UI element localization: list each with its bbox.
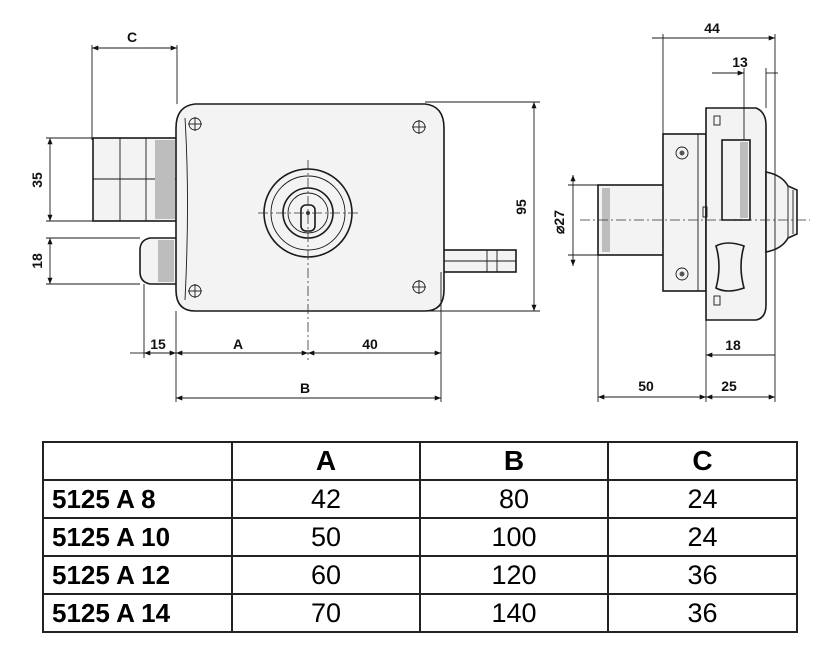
dim-15-label: 15 [150,336,166,352]
dim-44: 44 [652,20,776,190]
latch-bolt [139,237,178,285]
c-cell: 24 [607,517,798,557]
dim-18-side-label: 18 [725,337,741,353]
dim-a-label: A [233,336,243,352]
dim-c-label: C [127,29,137,45]
header-b: B [419,441,609,481]
dim-13: 13 [712,54,778,140]
a-cell: 42 [231,479,421,519]
lock-case [175,103,445,312]
dim-95: 95 [425,101,540,312]
rosette [765,171,798,253]
dim-50-25: 50 25 [597,190,776,402]
mounting-plate [662,133,707,292]
b-cell: 120 [419,555,609,595]
front-view: C 35 18 95 [29,29,540,402]
screw-hole [412,280,426,294]
dim-row-15-a-40: 15 A 40 [130,272,442,402]
table-row: 5125 A 8 42 80 24 [42,479,798,519]
b-cell: 80 [419,479,609,519]
screw-hole [188,284,202,298]
dim-25-label: 25 [721,378,737,394]
upper-bolt [92,137,178,222]
dim-18-side: 18 [705,320,775,360]
screw-hole [188,117,202,131]
b-cell: 100 [419,517,609,557]
side-view: 44 13 ⌀27 18 50 [551,20,810,402]
table-row: 5125 A 12 60 120 36 [42,555,798,595]
c-cell: 36 [607,555,798,595]
dim-18: 18 [29,237,140,285]
dim-b: B [176,380,441,401]
dim-35-label: 35 [29,172,45,188]
c-cell: 24 [607,479,798,519]
b-cell: 140 [419,593,609,633]
dim-dia27-label: ⌀27 [551,210,567,234]
dim-18-label: 18 [29,253,45,269]
model-cell: 5125 A 8 [42,479,233,519]
dim-35: 35 [29,137,93,222]
dim-40-label: 40 [362,336,378,352]
case-side [702,107,767,321]
dim-dia27: ⌀27 [551,175,598,266]
dim-50-label: 50 [638,378,654,394]
model-cell: 5125 A 12 [42,555,233,595]
table-header-row: A B C [42,441,798,481]
model-cell: 5125 A 14 [42,593,233,633]
model-cell: 5125 A 10 [42,517,233,557]
dim-95-label: 95 [513,199,529,215]
table-row: 5125 A 10 50 100 24 [42,517,798,557]
dim-44-label: 44 [704,20,720,36]
header-a: A [231,441,421,481]
a-cell: 60 [231,555,421,595]
technical-drawing: C 35 18 95 [29,20,810,402]
header-blank [42,441,233,481]
a-cell: 70 [231,593,421,633]
strike-rod [440,249,517,273]
dim-c: C [91,29,178,140]
dim-b-label: B [300,380,310,396]
screw-hole [412,120,426,134]
dim-13-label: 13 [732,54,748,70]
table-row: 5125 A 14 70 140 36 [42,593,798,633]
header-c: C [607,441,798,481]
a-cell: 50 [231,517,421,557]
dimensions-table: A B C 5125 A 8 42 80 24 5125 A 10 50 100… [42,441,798,633]
c-cell: 36 [607,593,798,633]
